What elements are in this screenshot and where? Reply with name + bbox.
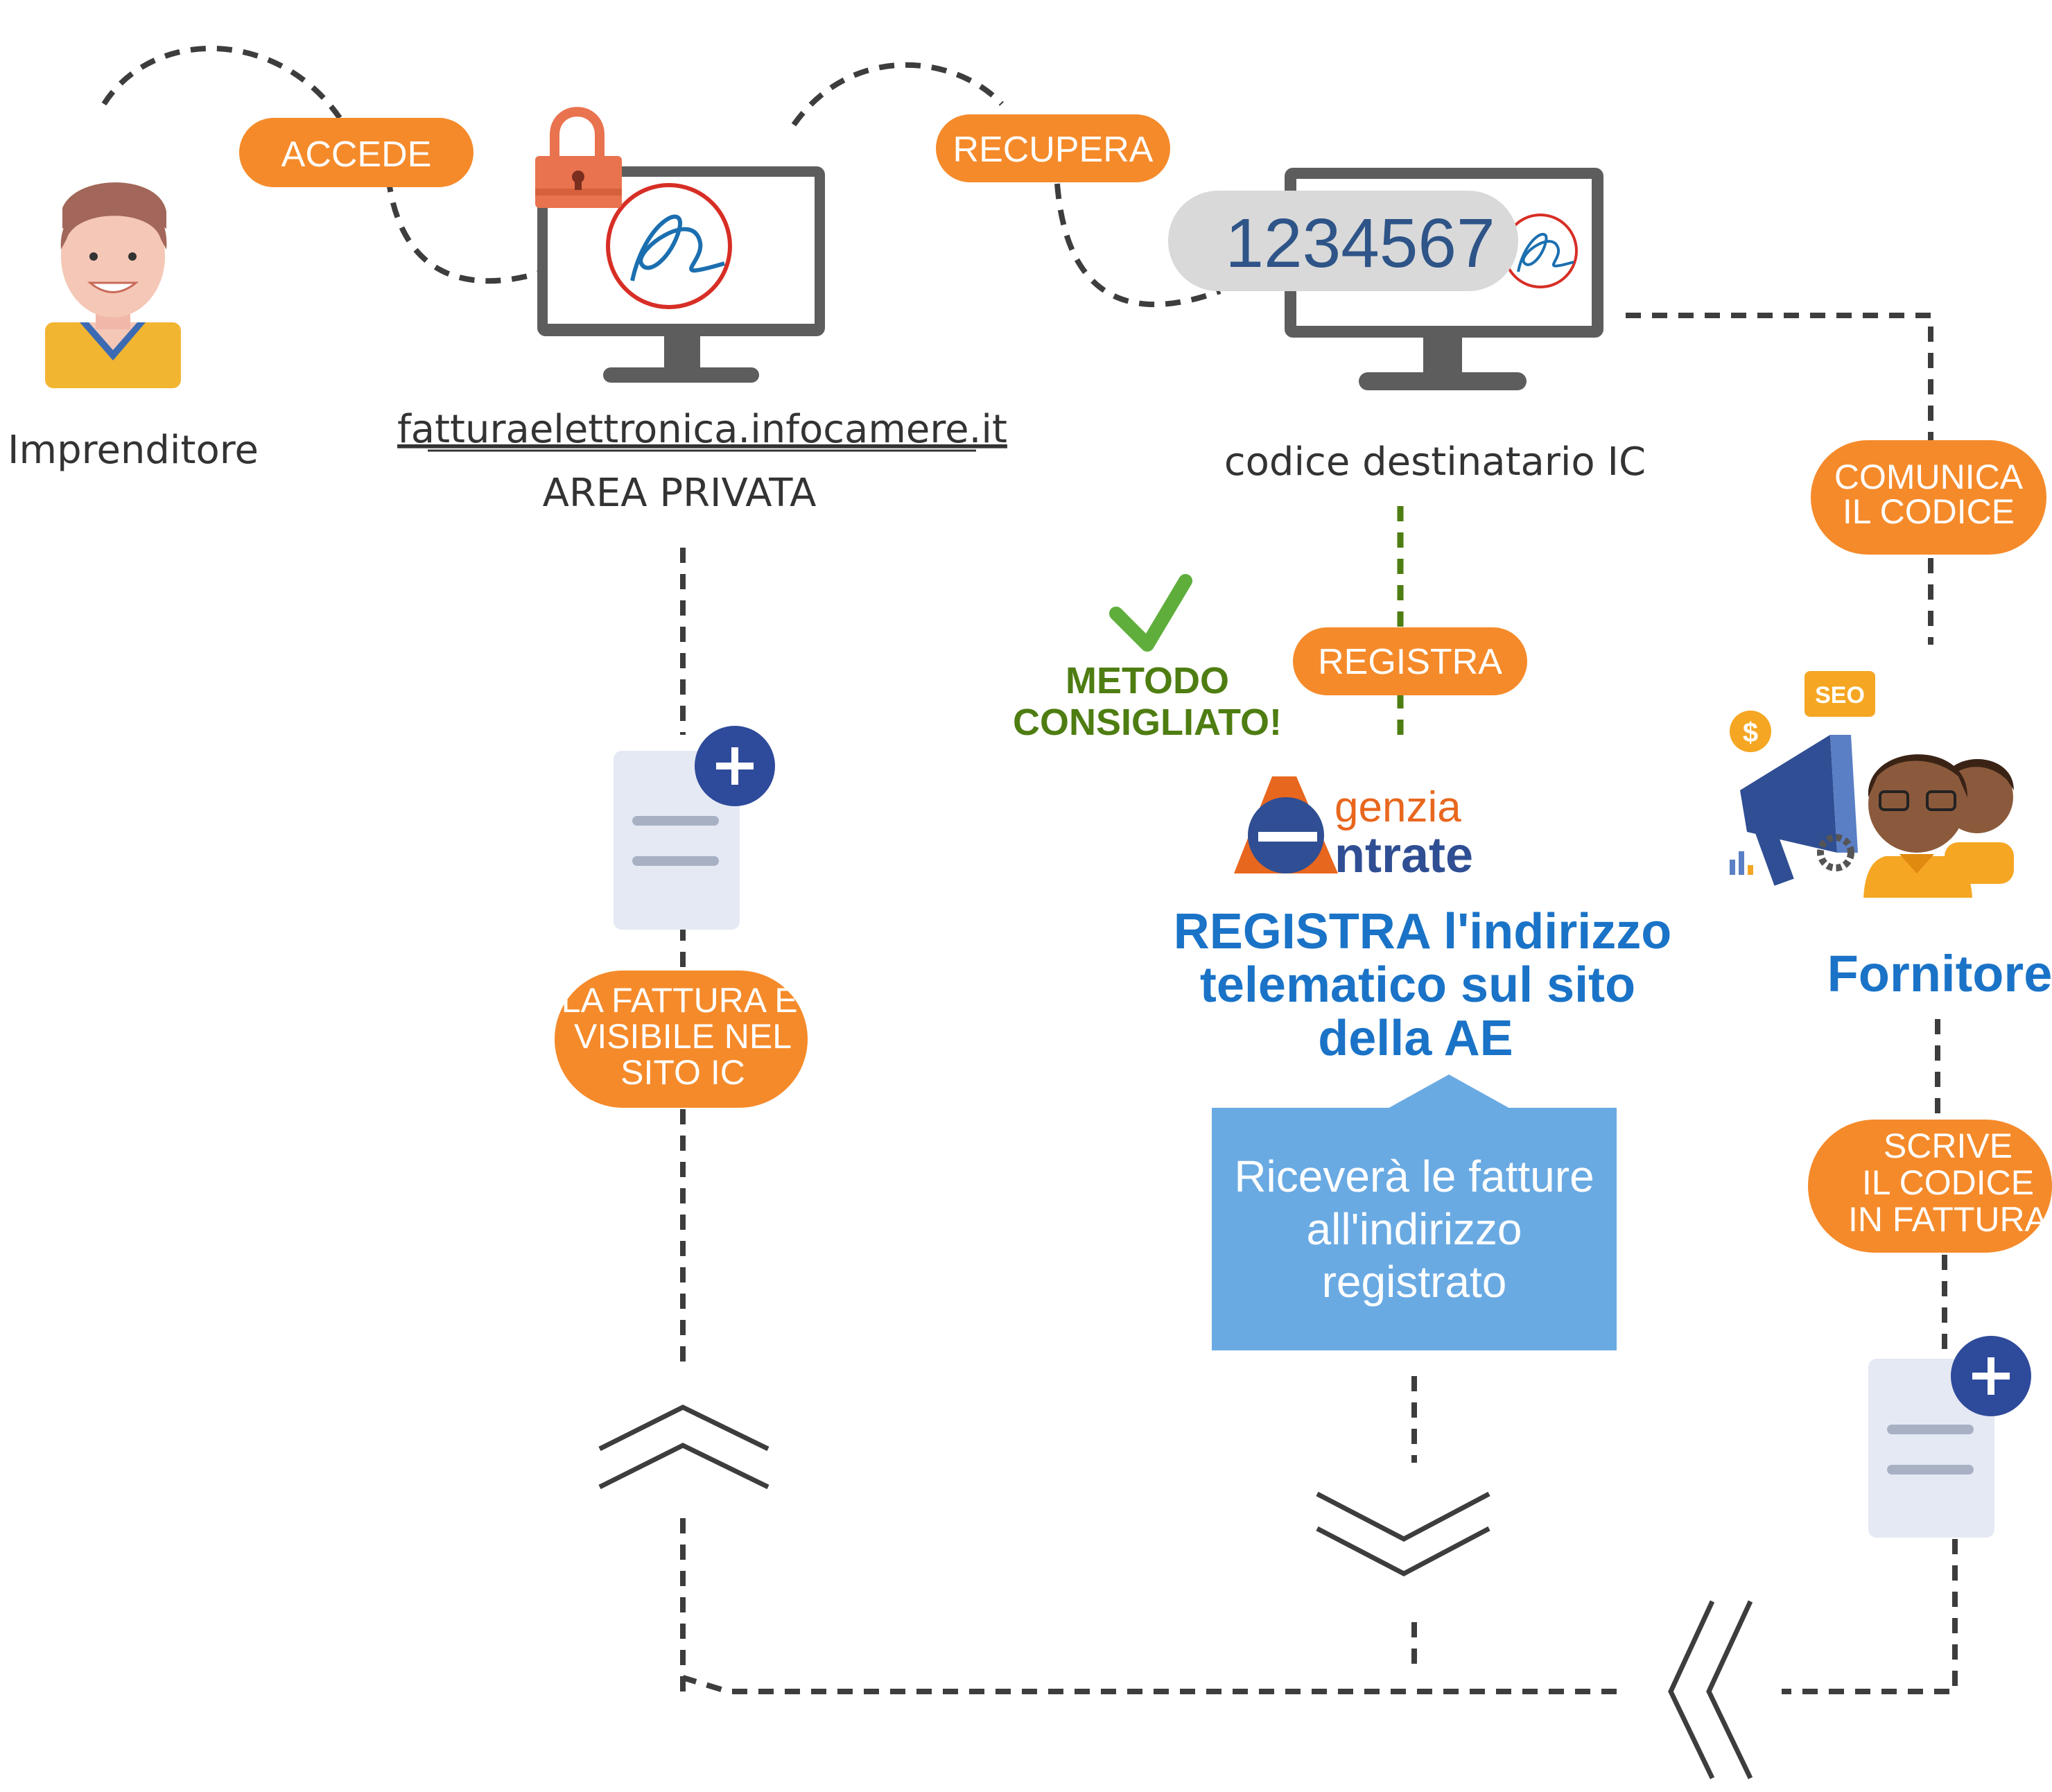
down-chevron-icon <box>1316 1491 1490 1576</box>
left-chevron-icon <box>1668 1600 1753 1780</box>
svg-text:genzia: genzia <box>1334 783 1461 831</box>
svg-text:SITO IC: SITO IC <box>620 1053 745 1092</box>
code-label: codice destinatario IC <box>1224 440 1646 485</box>
svg-text:IN FATTURA: IN FATTURA <box>1848 1200 2049 1239</box>
code-monitor: 1234567 <box>1168 168 1603 390</box>
invoice-document-icon <box>614 726 775 930</box>
registration-line-1: REGISTRA l'indirizzo <box>1174 904 1671 959</box>
callout-line-2: all'indirizzo <box>1306 1204 1522 1254</box>
scrive-pill: SCRIVE IL CODICE IN FATTURA <box>1808 1120 2052 1253</box>
plus-icon <box>1951 1336 2031 1416</box>
lock-icon <box>535 107 622 208</box>
svg-text:ACCEDE: ACCEDE <box>281 134 432 175</box>
private-area-url: fatturaelettronica.infocamere.it <box>397 407 1007 452</box>
registration-line-3: della AE <box>1318 1011 1513 1066</box>
recommended-badge: METODO CONSIGLIATO! <box>1013 574 1282 743</box>
code-value: 1234567 <box>1225 205 1495 282</box>
gear-icon <box>1817 834 1854 871</box>
svg-text:LA FATTURA E': LA FATTURA E' <box>562 981 804 1020</box>
plus-icon <box>695 726 775 806</box>
svg-text:METODO: METODO <box>1066 660 1229 702</box>
accede-pill: ACCEDE <box>239 118 473 187</box>
private-area-monitor <box>535 107 825 383</box>
recupera-pill: RECUPERA <box>936 114 1170 182</box>
fe-logo-icon <box>606 183 732 309</box>
check-icon <box>1109 574 1192 652</box>
svg-text:RECUPERA: RECUPERA <box>953 130 1154 170</box>
seo-badge: SEO <box>1815 682 1865 708</box>
connector-lines <box>101 46 1958 1694</box>
private-area-label: AREA PRIVATA <box>543 471 817 516</box>
svg-text:IL CODICE: IL CODICE <box>1862 1163 2034 1202</box>
svg-text:REGISTRA: REGISTRA <box>1318 642 1502 682</box>
svg-text:VISIBILE NEL: VISIBILE NEL <box>574 1017 792 1056</box>
svg-text:SCRIVE: SCRIVE <box>1884 1126 2012 1165</box>
megaphone-icon <box>1740 735 1837 853</box>
delivery-callout: Riceverà le fatture all'indirizzo regist… <box>1212 1108 1617 1350</box>
entrepreneur-avatar <box>45 182 181 388</box>
supplier-illustration: $ SEO <box>1730 671 2014 898</box>
dollar-icon <box>1730 711 1771 752</box>
svg-text:CONSIGLIATO!: CONSIGLIATO! <box>1013 702 1282 743</box>
comunica-pill: COMUNICA IL CODICE <box>1811 440 2046 555</box>
supplier-label: Fornitore <box>1827 945 2052 1002</box>
callout-line-3: registrato <box>1321 1257 1507 1307</box>
svg-text:$: $ <box>1743 717 1758 748</box>
supplier-invoice-document-icon <box>1868 1336 2031 1538</box>
registration-line-2: telematico sul sito <box>1200 957 1635 1013</box>
up-chevron-icon <box>598 1404 770 1490</box>
entrepreneur-label: Imprenditore <box>8 428 259 473</box>
svg-text:COMUNICA: COMUNICA <box>1834 458 2024 496</box>
fattura-visible-pill: LA FATTURA E' VISIBILE NEL SITO IC <box>555 971 808 1108</box>
callout-pointer <box>1386 1075 1511 1109</box>
callout-line-1: Riceverà le fatture <box>1234 1151 1594 1201</box>
registra-pill: REGISTRA <box>1293 627 1527 695</box>
agenzia-entrate-logo: genzia ntrate <box>1234 776 1473 883</box>
svg-text:ntrate: ntrate <box>1334 828 1473 883</box>
code-badge <box>1168 191 1518 291</box>
svg-text:IL CODICE: IL CODICE <box>1843 492 2015 531</box>
